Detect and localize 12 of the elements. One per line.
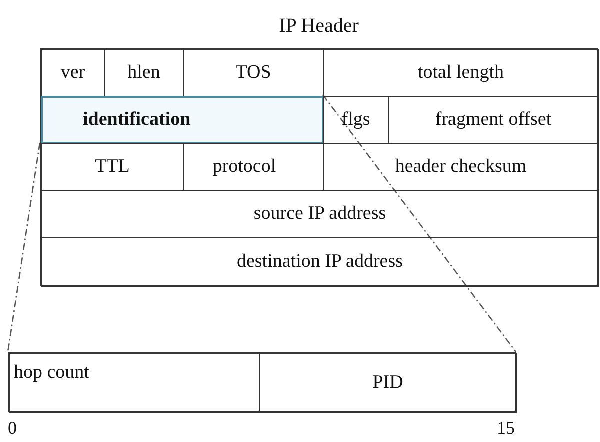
table-title: IP Header: [278, 15, 360, 38]
bit-index-label: 0: [8, 418, 17, 439]
header-field: hop count: [9, 353, 260, 413]
header-field: identification: [41, 96, 324, 144]
expanded-field-box: [8, 352, 516, 412]
header-field: PID: [259, 353, 517, 413]
bit-index-label: 15: [497, 418, 515, 439]
header-field: TTL: [41, 143, 184, 191]
dash-dot-leader-line: [7, 142, 41, 352]
header-field: source IP address: [41, 190, 599, 238]
header-field: total length: [323, 49, 599, 97]
header-field: destination IP address: [41, 237, 599, 287]
